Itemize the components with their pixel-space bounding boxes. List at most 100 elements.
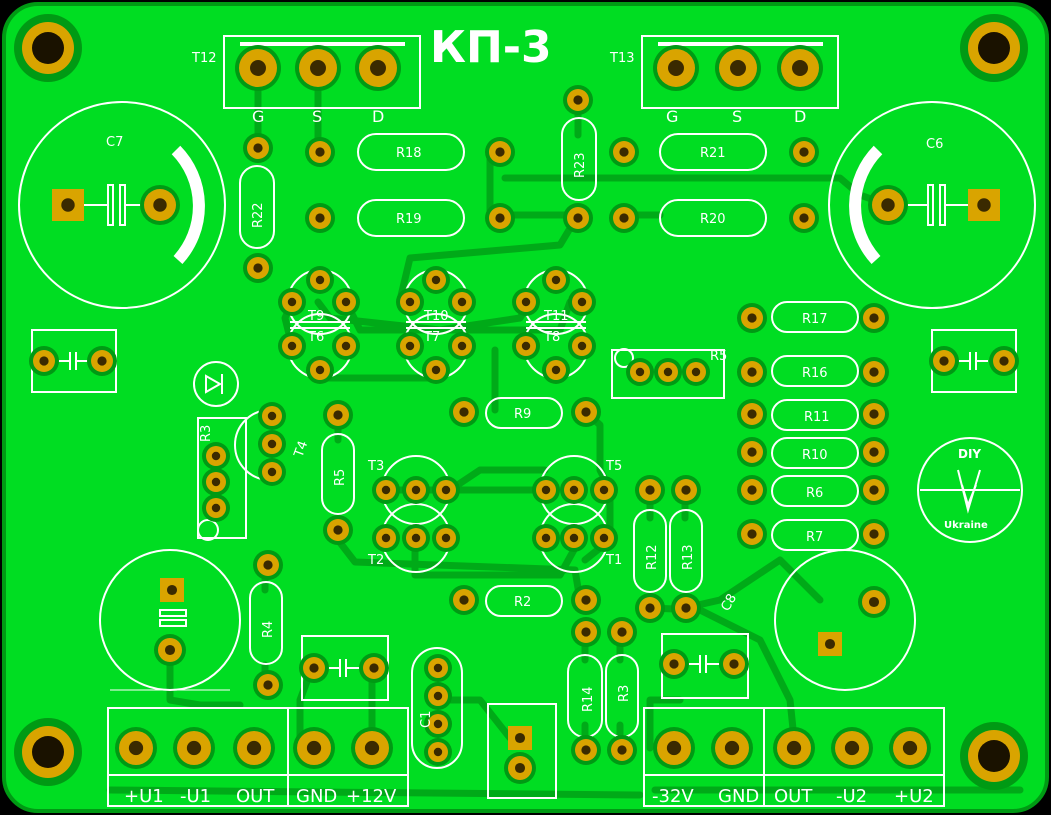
pad-hole [724,740,740,756]
pad-hole [250,60,266,76]
label-t11: T11 [543,309,568,324]
pad-hole [635,367,645,377]
pad-hole [645,603,655,613]
pad-hole [977,198,991,212]
pad-hole [824,638,836,650]
terminal-label-left: -U1 [180,786,211,807]
pad-hole [267,439,277,449]
pad-hole [747,367,757,377]
label-r17: R17 [802,312,828,327]
pad-hole [573,95,583,105]
pad-hole [799,147,809,157]
label-t13: T13 [609,51,634,66]
label-r5-trimmer: R5 [710,349,727,364]
terminal-label-right: GND [718,786,759,807]
pad-hole [668,60,684,76]
pad-hole [569,485,579,495]
pad-hole [999,356,1009,366]
silkscreen [18,35,1036,807]
label-t4: T4 [291,439,311,460]
pad-hole [315,365,325,375]
pad-hole [411,485,421,495]
pad-hole [747,409,757,419]
label-t9: T9 [307,309,324,324]
pad-hole [869,367,879,377]
pad-hole [166,584,178,596]
label-r21: R21 [700,146,726,161]
label-r3-trimmer: R3 [199,425,214,442]
pad-hole [581,595,591,605]
pad-hole [61,198,75,212]
label-c6: C6 [926,137,943,152]
label-t6: T6 [307,330,324,345]
label-t1: T1 [605,553,622,568]
pad-hole [441,533,451,543]
pad-hole [792,60,808,76]
label-c7: C7 [106,135,123,150]
pad-hole [405,297,415,307]
label-g1: G [252,107,264,126]
label-s2: S [732,107,742,126]
label-r3: R3 [617,685,632,702]
terminal-label-right: -U2 [836,786,867,807]
pad-hole [573,213,583,223]
pad-hole [39,356,49,366]
pad-hole [287,341,297,351]
pad-hole [666,740,682,756]
pad-hole [263,560,273,570]
pad-hole [619,147,629,157]
pad-hole [441,485,451,495]
label-r10: R10 [802,448,828,463]
pad-hole [577,297,587,307]
pad-hole [581,407,591,417]
terminal-label-left: +12V [346,786,397,807]
pad-hole [495,213,505,223]
pad-hole [411,533,421,543]
mounting-hole-icon [960,722,1028,790]
pad-hole [869,485,879,495]
pad-hole [514,762,526,774]
component-pads [29,45,1019,784]
label-g2: G [666,107,678,126]
pad-hole [263,680,273,690]
pad-hole [521,341,531,351]
mounting-hole-icon [14,14,82,82]
label-r13: R13 [681,544,696,570]
pad-hole [211,477,221,487]
pad-hole [868,596,880,608]
label-r14: R14 [581,686,596,712]
terminal-label-right: -32V [652,786,694,807]
label-t5: T5 [605,459,622,474]
pad-hole [211,451,221,461]
pad-hole [433,747,443,757]
pad-hole [551,275,561,285]
pad-hole [253,263,263,273]
pad-hole [569,533,579,543]
pad-hole [786,740,802,756]
label-r7: R7 [806,530,823,545]
pad-hole [333,410,343,420]
pad-hole [869,447,879,457]
label-r22: R22 [251,202,266,228]
terminal-labels-left: +U1 -U1 OUT GND +12V [124,786,397,807]
pad-hole [459,407,469,417]
pad-hole [433,663,443,673]
pad-hole [663,367,673,377]
label-s1: S [312,107,322,126]
pad-hole [431,365,441,375]
label-d1: D [372,107,384,126]
board-title: КП-3 [430,22,552,73]
terminal-label-right: OUT [774,786,813,807]
terminal-label-right: +U2 [894,786,934,807]
label-t7: T7 [423,330,440,345]
pad-hole [457,297,467,307]
pad-hole [253,143,263,153]
pad-hole [381,533,391,543]
pad-hole [364,740,380,756]
pad-hole [869,529,879,539]
pad-hole [729,659,739,669]
pad-hole [315,147,325,157]
pad-hole [495,147,505,157]
